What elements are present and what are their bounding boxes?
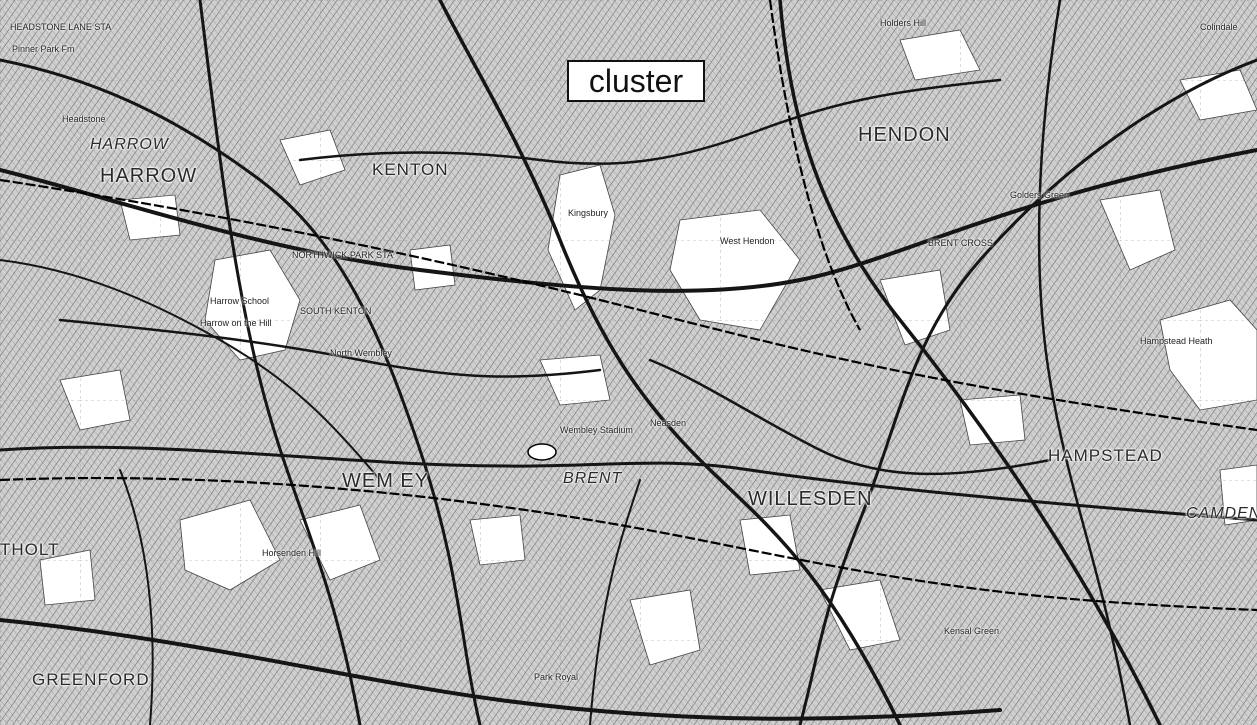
place-hendon: HENDON bbox=[858, 124, 951, 146]
place-camden: CAMDEN bbox=[1186, 505, 1257, 522]
place-harrow-district: HARROW bbox=[90, 136, 169, 153]
label-horsenden-hill: Horsenden Hill bbox=[262, 548, 322, 558]
cluster-callout: cluster bbox=[567, 60, 705, 102]
label-neasden: Neasden bbox=[650, 418, 687, 428]
label-colindale: Colindale bbox=[1200, 22, 1238, 32]
label-park-royal: Park Royal bbox=[534, 672, 579, 682]
label-kingsbury: Kingsbury bbox=[568, 208, 609, 218]
place-willesden: WILLESDEN bbox=[748, 488, 873, 510]
label-headstone: Headstone bbox=[62, 114, 106, 124]
label-wembley-stadium: Wembley Stadium bbox=[560, 425, 633, 435]
label-headstone-lane: HEADSTONE LANE STA bbox=[10, 22, 112, 32]
place-northolt: THOLT bbox=[0, 540, 60, 559]
label-harrow-school: Harrow School bbox=[210, 296, 270, 306]
label-harrow-on-the-hill: Harrow on the Hill bbox=[200, 318, 272, 328]
label-west-hendon: West Hendon bbox=[720, 236, 775, 246]
wembley-stadium-marker bbox=[527, 443, 557, 461]
label-golders-green: Golders Green bbox=[1010, 190, 1070, 200]
place-harrow: HARROW bbox=[100, 165, 198, 187]
place-wembley: WEM EY bbox=[342, 470, 430, 492]
place-hampstead: HAMPSTEAD bbox=[1048, 446, 1163, 465]
railways bbox=[0, 0, 1257, 612]
label-holders-hill: Holders Hill bbox=[880, 18, 927, 28]
label-north-wembley: North Wembley bbox=[330, 348, 392, 358]
label-brent-cross: BRENT CROSS bbox=[928, 238, 993, 248]
place-brent: BRENT bbox=[563, 470, 623, 487]
label-northwick-park: NORTHWICK PARK STA bbox=[292, 250, 394, 260]
place-greenford: GREENFORD bbox=[32, 670, 150, 689]
place-kenton: KENTON bbox=[372, 160, 449, 179]
label-south-kenton: SOUTH KENTON bbox=[300, 306, 372, 316]
label-pinner-park: Pinner Park Fm bbox=[12, 44, 75, 54]
label-kensal-green: Kensal Green bbox=[944, 626, 1000, 636]
label-hampstead-heath: Hampstead Heath bbox=[1140, 336, 1213, 346]
